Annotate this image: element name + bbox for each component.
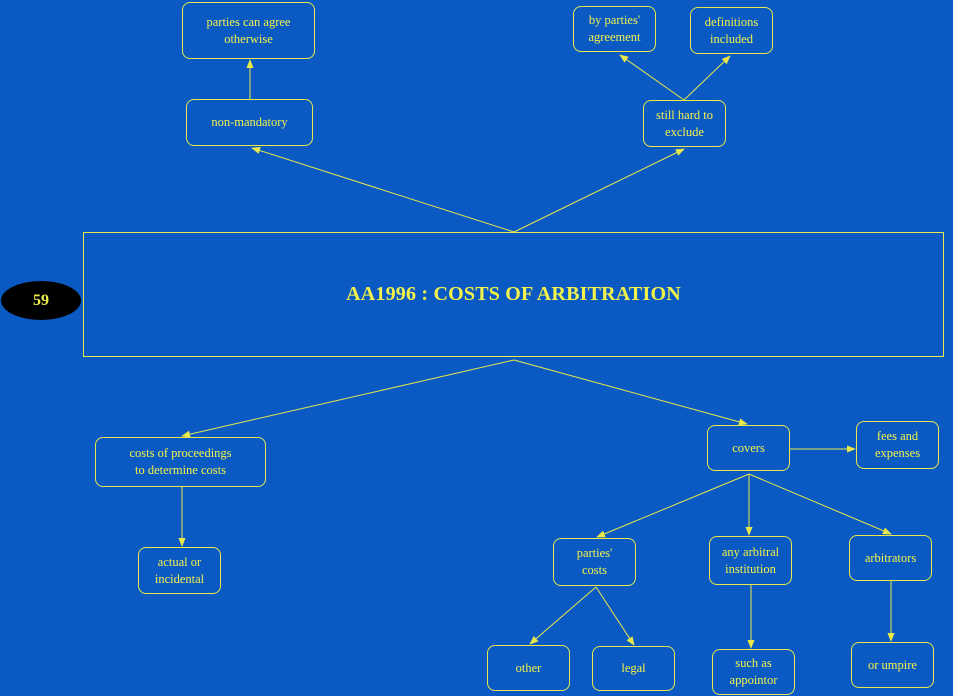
node-costs-of-proceedings: costs of proceedings to determine costs (95, 437, 266, 487)
page-number-badge: 59 (1, 281, 81, 320)
node-other: other (487, 645, 570, 691)
node-definitions-included: definitions included (690, 7, 773, 54)
node-fees-and-expenses: fees and expenses (856, 421, 939, 469)
node-by-parties-agreement: by parties' agreement (573, 6, 656, 52)
node-legal: legal (592, 646, 675, 691)
arrow-main-to-still-hard (513, 148, 685, 233)
arrow-main-to-costs-proceedings (181, 359, 515, 438)
arrow-covers-to-arbitrators (748, 473, 892, 535)
node-arbitrators: arbitrators (849, 535, 932, 581)
node-still-hard-to-exclude: still hard to exclude (643, 100, 726, 147)
node-such-as-appointor: such as appointor (712, 649, 795, 695)
arrow-parties-costs-to-other (529, 586, 597, 645)
node-actual-or-incidental: actual or incidental (138, 547, 221, 594)
node-or-umpire: or umpire (851, 642, 934, 688)
arrow-main-to-non-mandatory (251, 147, 515, 233)
page-number: 59 (33, 291, 49, 309)
node-parties-can-agree: parties can agree otherwise (182, 2, 315, 59)
node-covers: covers (707, 425, 790, 471)
arrow-still-hard-to-definitions (683, 55, 731, 101)
main-topic-box: AA1996 : COSTS OF ARBITRATION (83, 232, 944, 357)
arrow-main-to-covers (513, 359, 748, 426)
arrow-covers-to-parties-costs (596, 473, 750, 538)
node-any-arbitral-institution: any arbitral institution (709, 536, 792, 585)
node-parties-costs: parties' costs (553, 538, 636, 586)
main-title: AA1996 : COSTS OF ARBITRATION (346, 283, 681, 305)
arrow-still-hard-to-by-parties (619, 54, 685, 101)
node-non-mandatory: non-mandatory (186, 99, 313, 146)
arrow-parties-costs-to-legal (595, 586, 635, 646)
